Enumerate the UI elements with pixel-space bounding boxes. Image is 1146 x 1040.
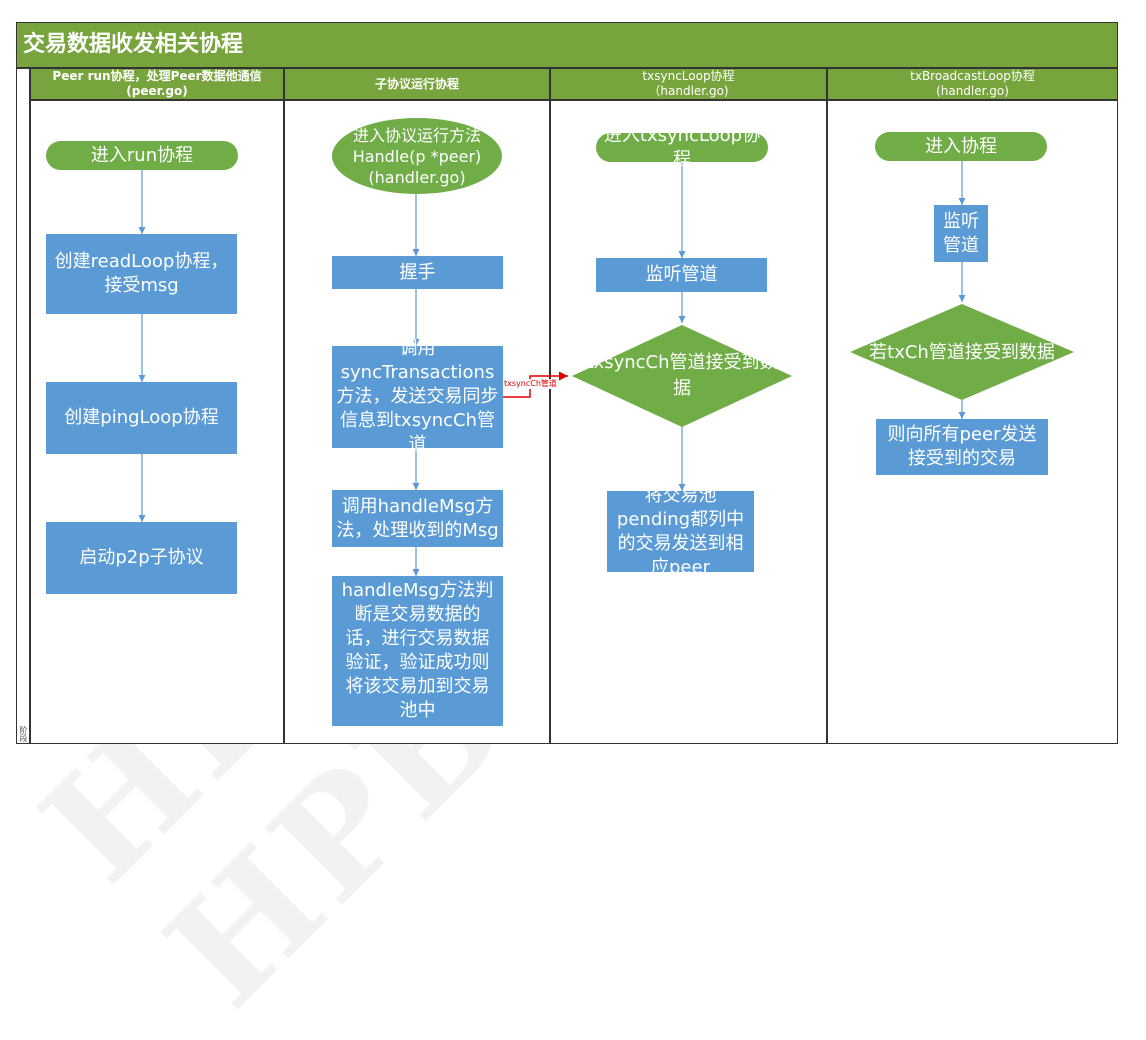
l2-handle-msg: 调用handleMsg方法，处理收到的Msg bbox=[332, 490, 503, 547]
l4-decision-text: 若txCh管道接受到数据 bbox=[869, 342, 1055, 363]
l4-listen-channel-text: 监听管道 bbox=[943, 210, 979, 256]
l2-sync-transactions-text: 调用syncTransactions方法，发送交易同步信息到txsyncCh管道 bbox=[336, 338, 499, 455]
lane-header-subprotocol: 子协议运行协程 bbox=[284, 68, 550, 100]
l2-start-text: 进入协议运行方法Handle(p *peer)(handler.go) bbox=[352, 125, 482, 187]
l2-verify-transaction: handleMsg方法判断是交易数据的话，进行交易数据验证，验证成功则将该交易加… bbox=[332, 576, 503, 726]
side-strip-label: 阶段 bbox=[19, 726, 28, 742]
l1-create-pingloop: 创建pingLoop协程 bbox=[46, 382, 237, 454]
l3-send-pending: 将交易池pending都列中的交易发送到相应peer bbox=[607, 485, 754, 578]
l2-handshake-text: 握手 bbox=[399, 261, 436, 283]
l4-listen-channel: 监听管道 bbox=[934, 205, 988, 262]
l2-start-terminator: 进入协议运行方法Handle(p *peer)(handler.go) bbox=[332, 118, 502, 194]
lane-header-txbroadcastloop-line2: (handler.go) bbox=[936, 84, 1009, 98]
l3-decision-text-box: txsyncCh管道接受到数据 bbox=[584, 349, 780, 403]
l2-verify-transaction-text: handleMsg方法判断是交易数据的话，进行交易数据验证，验证成功则将该交易加… bbox=[341, 580, 494, 721]
l3-decision-text: txsyncCh管道接受到数据 bbox=[586, 352, 778, 399]
l2-handle-msg-text: 调用handleMsg方法，处理收到的Msg bbox=[336, 495, 499, 541]
l4-broadcast: 则向所有peer发送接受到的交易 bbox=[876, 419, 1048, 475]
lane-header-txsyncloop-line1: txsyncLoop协程 bbox=[642, 69, 735, 83]
l1-create-readloop: 创建readLoop协程，接受msg bbox=[46, 234, 237, 314]
lane-header-txbroadcastloop: txBroadcastLoop协程 (handler.go) bbox=[827, 68, 1118, 100]
l4-start-text: 进入协程 bbox=[925, 135, 997, 157]
lane-header-txsyncloop: txsyncLoop协程 （handler.go) bbox=[550, 68, 827, 100]
decision-diamond-txsync bbox=[572, 325, 792, 427]
connectors-layer bbox=[138, 161, 1074, 576]
l3-start-terminator: 进入txsyncLoop协程 bbox=[596, 125, 768, 170]
l1-start-terminator: 进入run协程 bbox=[46, 141, 238, 170]
side-strip bbox=[16, 68, 30, 744]
l4-broadcast-text: 则向所有peer发送接受到的交易 bbox=[887, 424, 1037, 469]
l2-handshake: 握手 bbox=[332, 256, 503, 289]
edge-label-txsyncch: txsyncCh管道 bbox=[504, 379, 557, 389]
l1-start-text: 进入run协程 bbox=[90, 144, 194, 166]
decision-diamond-txch bbox=[850, 304, 1074, 400]
l4-start-terminator: 进入协程 bbox=[875, 132, 1047, 161]
l3-listen-channel-text: 监听管道 bbox=[645, 264, 718, 285]
l4-decision-text-box: 若txCh管道接受到数据 bbox=[868, 326, 1056, 380]
l2-sync-transactions: 调用syncTransactions方法，发送交易同步信息到txsyncCh管道 bbox=[332, 338, 503, 455]
lane-header-subprotocol-text: 子协议运行协程 bbox=[374, 76, 459, 91]
l1-start-p2p: 启动p2p子协议 bbox=[46, 522, 237, 594]
l1-create-readloop-text: 创建readLoop协程，接受msg bbox=[54, 251, 229, 296]
lane-header-txsyncloop-line2: （handler.go) bbox=[648, 84, 729, 98]
l1-create-pingloop-text: 创建pingLoop协程 bbox=[64, 407, 219, 428]
lane-header-peer-run-text: Peer run协程，处理Peer数据他通信 (peer.go) bbox=[52, 69, 262, 98]
l3-start-text: 进入txsyncLoop协程 bbox=[603, 124, 761, 170]
l3-listen-channel: 监听管道 bbox=[596, 258, 767, 292]
lane-header-peer-run: Peer run协程，处理Peer数据他通信 (peer.go) bbox=[30, 68, 284, 100]
lane-header-txbroadcastloop-line1: txBroadcastLoop协程 bbox=[910, 69, 1035, 83]
l3-send-pending-text: 将交易池pending都列中的交易发送到相应peer bbox=[616, 484, 745, 578]
diagram-title: 交易数据收发相关协程 bbox=[16, 22, 1118, 68]
l1-start-p2p-text: 启动p2p子协议 bbox=[79, 547, 204, 568]
